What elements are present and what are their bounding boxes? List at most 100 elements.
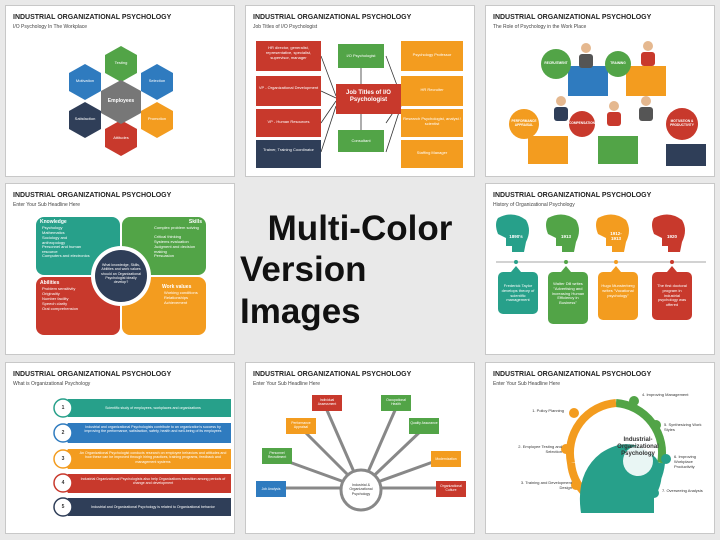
areas-diagram bbox=[256, 395, 466, 512]
box-hr-director bbox=[256, 41, 321, 71]
hexagon-diagram bbox=[69, 46, 173, 156]
text-box-appraisal bbox=[528, 136, 568, 164]
values-head: Work values bbox=[162, 284, 192, 290]
history-note: The first doctoral program in industrial… bbox=[657, 283, 687, 308]
slide-job-titles[interactable]: INDUSTRIAL ORGANIZATIONAL PSYCHOLOGY Job… bbox=[245, 5, 475, 177]
item-label: 5. Synthesizing Work Styles bbox=[664, 422, 702, 432]
head-1913 bbox=[546, 214, 579, 252]
ksa-diagram bbox=[36, 217, 206, 335]
history-timeline bbox=[496, 214, 706, 324]
hex-selection bbox=[141, 64, 173, 100]
head-1912 bbox=[596, 214, 629, 252]
row-text: Industrial and organizational Psychologi… bbox=[84, 425, 222, 434]
box-label: Psychology Professor bbox=[412, 52, 452, 57]
item-label: 6. Improving Workplace Productivity bbox=[674, 454, 697, 469]
hex-label: Testing bbox=[114, 60, 128, 65]
skills-item: Complex problem solving bbox=[154, 225, 199, 230]
io-ring-diagram bbox=[561, 396, 671, 513]
knowledge-item: Mathematics bbox=[42, 230, 65, 235]
text-box-motivation bbox=[666, 144, 706, 166]
knowledge-head: Knowledge bbox=[40, 219, 67, 225]
slide-ksa[interactable]: INDUSTRIAL ORGANIZATIONAL PSYCHOLOGY Ent… bbox=[5, 183, 235, 355]
box-vp-od bbox=[256, 76, 321, 106]
circle-appraisal bbox=[509, 109, 539, 139]
hub-label: Industrial & Organizational Psychology bbox=[349, 483, 373, 496]
hex-satisfaction bbox=[69, 102, 101, 138]
knowledge-item: Psychology bbox=[42, 225, 63, 230]
slide-title: INDUSTRIAL ORGANIZATIONAL PSYCHOLOGY bbox=[493, 14, 652, 21]
circle-recruitment bbox=[541, 49, 571, 79]
slide-subtitle: The Role of Psychology in the Work Place bbox=[493, 24, 587, 30]
row-number: 2 bbox=[61, 430, 65, 436]
circle-training bbox=[605, 51, 631, 77]
item-label: 1. Policy Planning bbox=[532, 408, 564, 413]
values-item: Relationships bbox=[164, 295, 189, 300]
text-box-compensation bbox=[598, 136, 638, 164]
item-label: 4. Improving Management bbox=[642, 392, 689, 397]
row-text: Scientific study of employees, workplace… bbox=[105, 406, 201, 410]
history-note: Frederick Taylor develops theory of scie… bbox=[501, 283, 535, 303]
skills-item: Critical thinking bbox=[154, 234, 182, 239]
numbered-rows bbox=[53, 398, 231, 517]
row-number: 4 bbox=[61, 480, 65, 486]
row-text: An Organizational Psychologist conducts … bbox=[79, 451, 227, 464]
box-label: Trainer, Training Coordinator bbox=[263, 147, 314, 152]
slide-subtitle: Job Titles of I/O Psychologist bbox=[253, 24, 318, 30]
slide-areas[interactable]: INDUSTRIAL ORGANIZATIONAL PSYCHOLOGY Ent… bbox=[245, 362, 475, 534]
text-box-recruitment bbox=[568, 66, 608, 96]
box-label: HR director, generalist, representative,… bbox=[265, 45, 312, 60]
head-1890s bbox=[496, 214, 529, 252]
area-label: Occupational Health bbox=[386, 398, 406, 407]
row-text: Industrial and Organizational Psychology… bbox=[91, 505, 215, 509]
slide-role-psychology[interactable]: INDUSTRIAL ORGANIZATIONAL PSYCHOLOGY The… bbox=[485, 5, 715, 177]
knowledge-item: Personnel and human resource bbox=[42, 244, 82, 254]
circle-compensation bbox=[569, 111, 595, 137]
area-label: Personnel Recruitment bbox=[267, 451, 287, 460]
values-item: Achievement bbox=[164, 300, 188, 305]
year-label: 1890's bbox=[509, 234, 523, 239]
text-box-training bbox=[626, 66, 666, 96]
role-diagram bbox=[509, 41, 706, 166]
item-label: 2. Employee Testing and Selection bbox=[518, 444, 562, 454]
row-number: 3 bbox=[61, 456, 65, 462]
slide-title: INDUSTRIAL ORGANIZATIONAL PSYCHOLOGY bbox=[253, 371, 412, 378]
history-note: Hugo Munsterberg writes "Vocational psyc… bbox=[601, 283, 635, 298]
abilities-item: Originality bbox=[42, 291, 60, 296]
slide-what-is[interactable]: INDUSTRIAL ORGANIZATIONAL PSYCHOLOGY Wha… bbox=[5, 362, 235, 534]
hex-promotion bbox=[141, 102, 173, 138]
circle-label: RECRUITMENT bbox=[544, 61, 568, 65]
slide-title: INDUSTRIAL ORGANIZATIONAL PSYCHOLOGY bbox=[13, 371, 172, 378]
knowledge-item: Computers and electronics bbox=[42, 253, 90, 258]
item-label: 7. Overseeing Analysis bbox=[662, 488, 703, 493]
area-label: Organizational Culture bbox=[440, 484, 462, 493]
slide-title: INDUSTRIAL ORGANIZATIONAL PSYCHOLOGY bbox=[493, 371, 652, 378]
center-headline: Multi-Color Version Images bbox=[240, 180, 480, 360]
box-label: VP - Human Resources bbox=[267, 119, 310, 124]
headline-line-2: Version Images bbox=[240, 250, 367, 331]
slide-title: INDUSTRIAL ORGANIZATIONAL PSYCHOLOGY bbox=[493, 192, 652, 199]
skills-item: Persuasion bbox=[154, 253, 175, 258]
hex-label: Satisfaction bbox=[74, 116, 96, 121]
slide-history[interactable]: INDUSTRIAL ORGANIZATIONAL PSYCHOLOGY His… bbox=[485, 183, 715, 355]
slide-io-workplace[interactable]: INDUSTRIAL ORGANIZATIONAL PSYCHOLOGY I/O… bbox=[5, 5, 235, 177]
circle-label: COMPENSATION bbox=[569, 121, 595, 125]
year-label: 1920 bbox=[666, 234, 677, 239]
box-io bbox=[338, 44, 384, 68]
slide-title: INDUSTRIAL ORGANIZATIONAL PSYCHOLOGY bbox=[13, 192, 172, 199]
box-label: Staffing Manager bbox=[416, 150, 448, 155]
slide-io-circle[interactable]: INDUSTRIAL ORGANIZATIONAL PSYCHOLOGY Ent… bbox=[485, 362, 715, 534]
box-trainer bbox=[256, 140, 321, 168]
skills-item: Judgment and decision making bbox=[154, 244, 196, 254]
box-label: HR Recruiter bbox=[420, 87, 444, 92]
box-recruiter bbox=[401, 76, 463, 106]
box-staffing bbox=[401, 140, 463, 168]
hub-label: Employees bbox=[107, 98, 135, 104]
abilities-item: Speech clarity bbox=[42, 301, 68, 306]
slide-subtitle: Enter Your Sub Headline Here bbox=[493, 381, 560, 387]
year-label: 1912-1913 bbox=[610, 231, 622, 242]
area-label: Individual Assessment bbox=[317, 398, 337, 407]
job-titles-diagram bbox=[256, 41, 463, 168]
hex-employees bbox=[101, 80, 141, 124]
hex-label: Motivation bbox=[75, 78, 95, 83]
